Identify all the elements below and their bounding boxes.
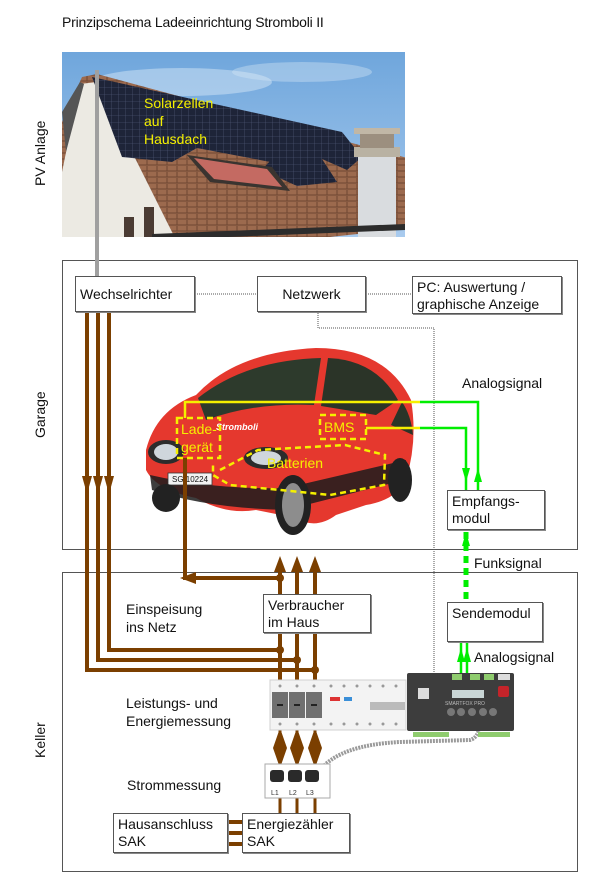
ct-label-l1: L1 (271, 790, 279, 797)
solar-label-line-2: auf (144, 113, 164, 129)
hausanschluss-line-2: SAK (118, 833, 147, 849)
car-illustration: SG 10224 Stromboli (146, 348, 414, 535)
empfangsmodul-box: Empfangs- modul (447, 490, 545, 530)
batterien-label: Batterien (267, 455, 324, 471)
keller-section (62, 572, 578, 872)
analog-signal-arrows (462, 468, 482, 482)
garage-section (62, 260, 578, 550)
ct-label-l3: L3 (306, 790, 314, 797)
charger-arrow (180, 572, 196, 584)
empfangsmodul-line-1: Empfangs- (452, 493, 520, 509)
netzwerk-label: Netzwerk (282, 286, 341, 302)
house-line-arrows (274, 556, 321, 572)
charger-line (183, 458, 280, 580)
analog-signal-bottom-arrows (457, 648, 471, 662)
ladegeraet-line-1: Lade- (181, 421, 217, 437)
verbraucher-line-1: Verbraucher (268, 597, 345, 613)
einspeisung-line-2: ins Netz (126, 619, 177, 635)
einspeisung-label: Einspeisung ins Netz (126, 600, 202, 636)
feed-in-lines (85, 313, 315, 672)
einspeisung-line-1: Einspeisung (126, 601, 203, 617)
solar-label-line-1: Solarzellen (144, 95, 214, 111)
analogsignal-top-label: Analogsignal (462, 375, 543, 391)
solar-label: Solarzellen auf Hausdach (144, 94, 213, 148)
pc-box: PC: Auswertung / graphische Anzeige (412, 276, 562, 314)
ct-clamp-box: L1 L2 L3 (264, 763, 331, 799)
analogsignal-bottom-label: Analogsignal (474, 649, 555, 665)
wechselrichter-label: Wechselrichter (80, 286, 173, 302)
verbraucher-line-2: im Haus (268, 614, 320, 630)
diagram-title: Prinzipschema Ladeeinrichtung Stromboli … (62, 14, 324, 30)
car-brand-logo: Stromboli (216, 422, 258, 432)
charger-signal-line (183, 400, 420, 418)
energiezaehler-line-1: Energiezähler (247, 816, 334, 832)
car-annotation-boxes (175, 413, 387, 497)
measurement-lines (273, 728, 322, 830)
ct-cable (318, 724, 482, 772)
bms-label: BMS (324, 419, 355, 435)
energiezaehler-line-2: SAK (247, 833, 276, 849)
house-roof-illustration (62, 52, 405, 237)
solar-label-line-3: Hausdach (144, 131, 208, 147)
sendemodul-box: Sendemodul (447, 602, 543, 642)
ladegeraet-line-2: gerät (181, 439, 213, 455)
hausanschluss-box: Hausanschluss SAK (113, 813, 228, 853)
strommessung-label: Strommessung (127, 777, 222, 793)
analog-signal-lines (420, 400, 480, 490)
smartfox-brand-label: SMARTFOX PRO (445, 701, 485, 707)
ladegeraet-label: Lade- gerät (181, 420, 217, 456)
car-photo: SG 10224 Stromboli (136, 340, 418, 540)
verbraucher-box: Verbraucher im Haus (263, 594, 371, 633)
sendemodul-label: Sendemodul (452, 605, 531, 621)
netzwerk-box: Netzwerk (257, 276, 366, 312)
radio-signal-arrow (462, 532, 470, 546)
leistungsmessung-label: Leistungs- und Energiemessung (126, 694, 231, 730)
pc-label-line-1: PC: Auswertung / (417, 279, 526, 295)
leistung-line-1: Leistungs- und (126, 695, 218, 711)
energiezaehler-box: Energiezähler SAK (242, 813, 350, 853)
network-link-smartfox (317, 313, 435, 700)
feed-in-arrows (82, 476, 114, 494)
ct-label-l2: L2 (289, 790, 297, 797)
funksignal-label: Funksignal (474, 555, 542, 571)
grid-connection-lines (228, 820, 242, 846)
smartfox-device: SMARTFOX PRO (407, 673, 514, 737)
license-plate: SG 10224 (172, 475, 209, 484)
empfangsmodul-line-2: modul (452, 510, 491, 526)
hausanschluss-line-1: Hausanschluss (118, 816, 213, 832)
pc-label-line-2: graphische Anzeige (417, 296, 540, 312)
wechselrichter-box: Wechselrichter (75, 276, 195, 312)
pv-photo: Solarzellen auf Hausdach (62, 52, 405, 237)
junction-dots (276, 574, 319, 674)
distribution-panel (269, 679, 407, 731)
leistung-line-2: Energiemessung (126, 713, 232, 729)
